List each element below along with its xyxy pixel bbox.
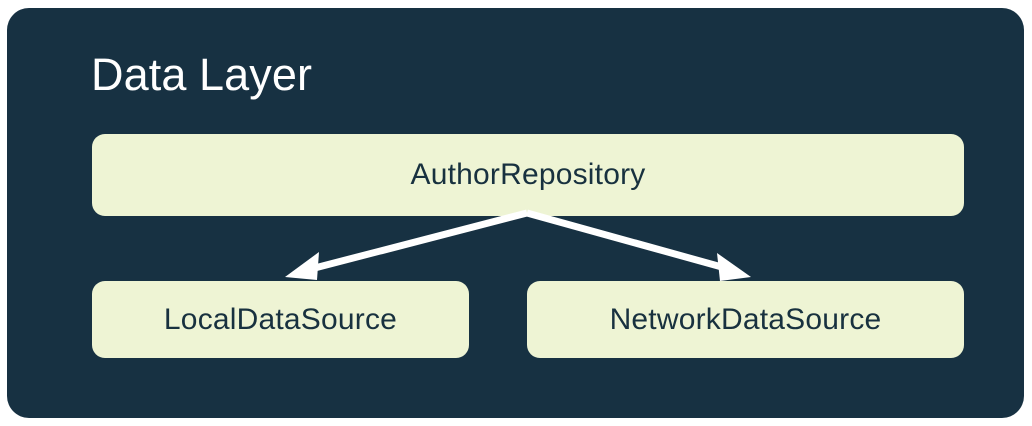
node-label-author-repository: AuthorRepository [410, 158, 646, 191]
node-network-data-source[interactable]: NetworkDataSource [527, 281, 964, 358]
node-local-data-source[interactable]: LocalDataSource [92, 281, 469, 358]
layer-title: Data Layer [91, 49, 313, 100]
node-label-local-data-source: LocalDataSource [163, 302, 398, 336]
node-label-network-data-source: NetworkDataSource [609, 302, 882, 336]
node-author-repository[interactable]: AuthorRepository [92, 134, 964, 216]
